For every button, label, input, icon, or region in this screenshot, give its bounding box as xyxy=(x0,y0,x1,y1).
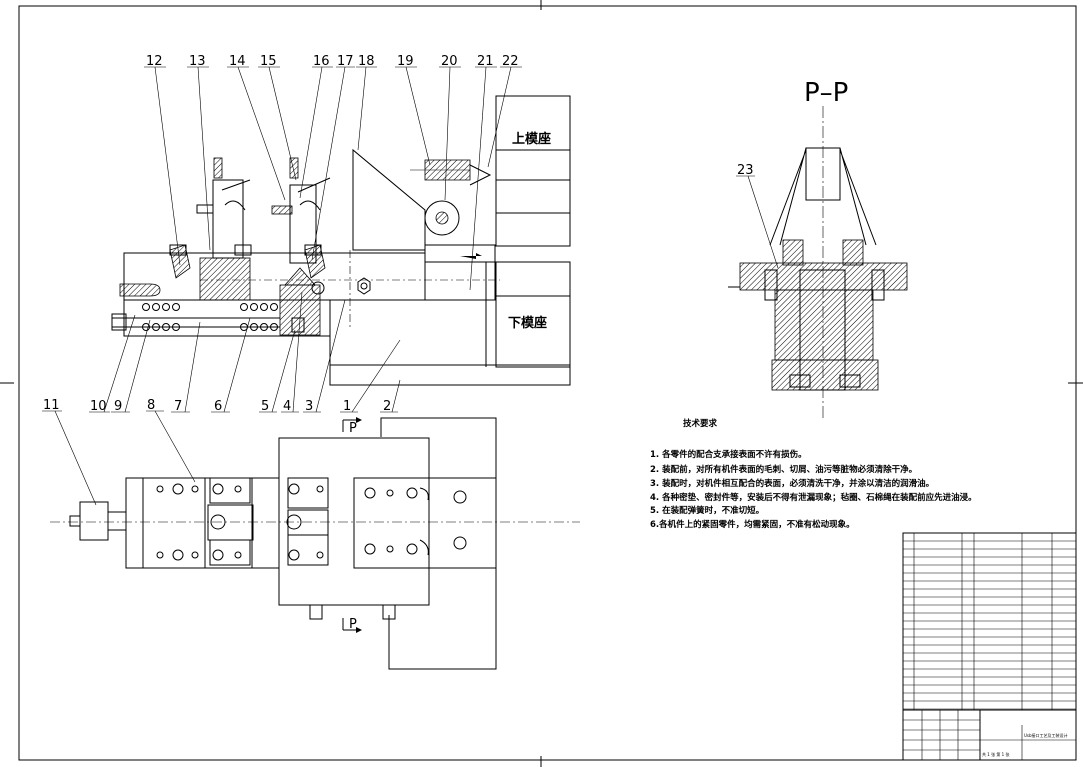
front-view xyxy=(111,95,571,670)
part-number-4: 4 xyxy=(283,399,291,414)
sheet-border xyxy=(18,5,1077,761)
upper-die-base xyxy=(495,95,571,247)
part-number-3: 3 xyxy=(305,399,313,414)
leader-lines-bottom xyxy=(89,291,401,413)
part-number-23: 23 xyxy=(737,163,754,178)
part-number-10: 10 xyxy=(90,399,107,414)
part-number-19: 19 xyxy=(397,54,414,69)
tech-requirement-1: 1. 各零件的配合支承接表面不许有损伤。 xyxy=(650,449,807,460)
part-number-12: 12 xyxy=(146,54,163,69)
part-number-6: 6 xyxy=(214,399,222,414)
section-marker-top xyxy=(342,417,362,432)
part-number-2: 2 xyxy=(383,399,391,414)
part-number-16: 16 xyxy=(313,54,330,69)
part-number-15: 15 xyxy=(260,54,277,69)
section-marker-bottom xyxy=(342,618,362,633)
lower-die-base xyxy=(495,261,571,368)
part-number-8: 8 xyxy=(147,398,155,413)
plan-view xyxy=(50,437,580,620)
section-marker-p-top: P xyxy=(349,421,357,436)
part-number-9: 9 xyxy=(114,399,122,414)
part-number-18: 18 xyxy=(358,54,375,69)
tech-requirement-6: 6.各机件上的紧固零件，均需紧固，不准有松动现象。 xyxy=(650,519,855,530)
sheet-info: 共 1 张 第 1 张 xyxy=(982,751,1009,757)
tech-requirement-4: 4. 各种密垫、密封件等，安装后不得有泄漏现象；毡圈、石棉绳在装配前应先进油浸。 xyxy=(650,492,977,503)
section-marker-p-bottom: P xyxy=(349,617,357,632)
section-title: P–P xyxy=(804,78,848,108)
lower-die-label: 下模座 xyxy=(508,315,547,331)
spring-left xyxy=(142,303,180,331)
tech-requirements-title: 技术要求 xyxy=(683,418,718,429)
drawing-name: Usb接口工艺及工装设计 xyxy=(1024,732,1068,738)
tech-requirement-5: 5. 在装配弹簧时，不准切短。 xyxy=(650,505,764,516)
part-number-17: 17 xyxy=(337,54,354,69)
section-view-pp xyxy=(728,106,908,418)
tech-requirement-3: 3. 装配时，对机件相互配合的表面，必须清洗干净，并涂以清洁的润滑油。 xyxy=(650,478,934,489)
part-number-21: 21 xyxy=(477,54,494,69)
part-number-5: 5 xyxy=(261,399,269,414)
part-number-14: 14 xyxy=(229,54,246,69)
part-number-22: 22 xyxy=(502,54,519,69)
part-number-11: 11 xyxy=(43,398,60,413)
part-number-7: 7 xyxy=(174,399,182,414)
technical-requirements: 技术要求 1. 各零件的配合支承接表面不许有损伤。 2. 装配前，对所有机件表面… xyxy=(650,418,977,530)
part-number-13: 13 xyxy=(189,54,206,69)
spring-right xyxy=(240,303,278,331)
part-number-1: 1 xyxy=(343,399,351,414)
title-block: Usb接口工艺及工装设计 共 1 张 第 1 张 xyxy=(902,532,1077,761)
part-number-20: 20 xyxy=(441,54,458,69)
upper-die-label: 上模座 xyxy=(512,131,551,147)
tech-requirement-2: 2. 装配前，对所有机件表面的毛刺、切屑、油污等脏物必须清除干净。 xyxy=(650,464,917,475)
leader-lines-top xyxy=(144,66,522,291)
